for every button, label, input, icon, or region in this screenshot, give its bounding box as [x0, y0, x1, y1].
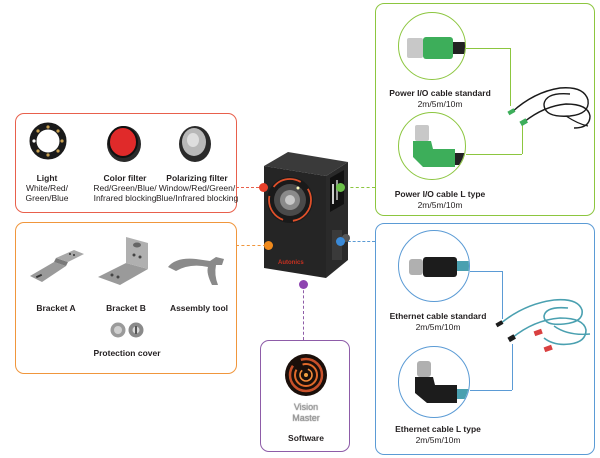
optics-item-desc: Green/Blue: [25, 193, 69, 203]
connector-dot-optics: [259, 183, 268, 192]
connector-dot-mounting: [264, 241, 273, 250]
mounting-accessories-panel: Bracket A Bracket B Assembly tool Protec…: [15, 222, 237, 374]
software-title: Software: [288, 433, 324, 443]
camera-brand-text: Autonics: [278, 260, 304, 266]
led-ring-light-icon: [29, 122, 67, 160]
connector-dot-power: [336, 183, 345, 192]
vision-master-logo-icon[interactable]: [284, 353, 328, 397]
ethernet-item-desc: 2m/5m/10m: [415, 435, 461, 445]
optics-item-title: Polarizing filter: [166, 173, 228, 183]
power-item-title: Power I/O cable L type: [394, 189, 486, 199]
leader-line: [502, 271, 503, 319]
connector-optics: [236, 187, 264, 188]
ethernet-cable-straight-icon: [409, 257, 469, 277]
mounting-item-title: Bracket A: [36, 303, 76, 313]
connector-ethernet: [343, 241, 375, 242]
software-logo-text: Vision: [293, 402, 319, 412]
connector-dot-software: [299, 280, 308, 289]
leader-line: [466, 48, 510, 49]
leader-line: [512, 344, 513, 390]
power-cable-straight-icon: [407, 37, 465, 59]
bracket-b-icon: [98, 237, 148, 285]
leader-line: [470, 390, 512, 391]
optics-item-title: Color filter: [103, 173, 147, 183]
ethernet-cable-l-icon: [415, 361, 469, 403]
power-cable-l-type-thumb[interactable]: [398, 112, 466, 180]
power-cable-panel: Power I/O cable standard 2m/5m/10m Power…: [375, 3, 595, 216]
power-cable-coil-icon: [507, 87, 591, 129]
leader-line: [466, 154, 522, 155]
power-item-desc: 2m/5m/10m: [417, 200, 463, 210]
camera-icon[interactable]: Autonics: [256, 148, 352, 288]
optics-item-desc: Window/Red/Green/: [158, 183, 236, 193]
connector-software: [303, 285, 304, 340]
optics-item-desc: Blue/Infrared blocking: [156, 193, 239, 203]
ethernet-item-desc: 2m/5m/10m: [415, 322, 461, 332]
power-item-title: Power I/O cable standard: [389, 88, 491, 98]
power-item-desc: 2m/5m/10m: [417, 99, 463, 109]
mounting-item-title: Bracket B: [106, 303, 146, 313]
bracket-a-icon: [30, 250, 84, 282]
optics-item-desc: Red/Green/Blue/: [93, 183, 157, 193]
connector-power: [345, 187, 375, 188]
polarizing-filter-icon: [179, 126, 211, 162]
optics-item-desc: White/Red/: [25, 183, 69, 193]
leader-line: [470, 271, 502, 272]
software-panel: Vision Master Software: [260, 340, 350, 452]
leader-line: [522, 122, 523, 154]
mounting-item-title: Assembly tool: [169, 303, 229, 313]
ethernet-item-title: Ethernet cable L type: [395, 424, 481, 434]
optics-item-desc: Infrared blocking: [93, 193, 157, 203]
ethernet-cable-standard-thumb[interactable]: [398, 230, 470, 302]
power-cable-l-icon: [413, 125, 465, 167]
ethernet-cable-panel: Ethernet cable standard 2m/5m/10m Ethern…: [375, 223, 595, 455]
leader-line: [510, 48, 511, 106]
optics-accessories-panel: Light White/Red/ Green/Blue Color filter…: [15, 113, 239, 213]
power-cable-standard-thumb[interactable]: [398, 12, 466, 80]
assembly-tool-icon: [168, 257, 224, 285]
software-logo-text: Master: [292, 413, 320, 423]
connector-dot-ethernet: [336, 237, 345, 246]
ethernet-cable-coil-icon: [495, 298, 591, 353]
ethernet-cable-l-type-thumb[interactable]: [398, 346, 470, 418]
color-filter-icon: [107, 126, 141, 162]
connector-mounting: [236, 245, 266, 246]
optics-item-title: Light: [36, 173, 58, 183]
protection-cover-icon: [110, 322, 144, 338]
ethernet-item-title: Ethernet cable standard: [389, 311, 487, 321]
mounting-item-title: Protection cover: [93, 348, 161, 358]
